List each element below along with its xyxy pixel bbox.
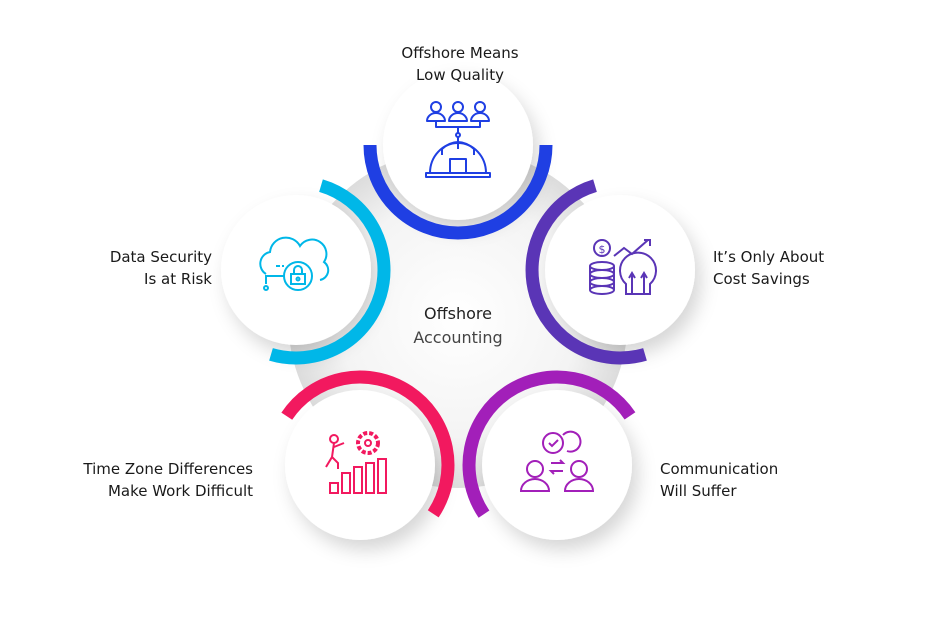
label-line: Offshore Means <box>401 44 519 62</box>
arc-low-quality <box>363 144 553 240</box>
arc-data-security <box>269 179 391 365</box>
label-low-quality: Offshore Means Low Quality <box>385 42 535 86</box>
label-data-security: Data Security Is at Risk <box>60 246 212 290</box>
progress-climb-icon <box>325 431 387 494</box>
label-line: Cost Savings <box>713 270 810 288</box>
cloud-lock-icon <box>259 236 330 291</box>
label-line: Make Work Difficult <box>107 482 253 500</box>
arc-time-zone <box>281 370 455 518</box>
label-line: Low Quality <box>416 66 504 84</box>
label-line: Communication <box>660 460 779 478</box>
label-line: Data Security <box>109 248 212 266</box>
arc-cost-savings <box>525 179 647 365</box>
coins-growth-icon: $ <box>589 239 657 295</box>
conversation-icon <box>519 430 595 492</box>
label-line: Will Suffer <box>660 482 737 500</box>
node-circle-time-zone <box>285 390 435 540</box>
center-title: Offshore Accounting <box>358 302 558 350</box>
node-circle-communication <box>482 390 632 540</box>
node-circle-data-security <box>221 195 371 345</box>
label-communication: Communication Will Suffer <box>660 458 778 502</box>
center-title-line1: Offshore <box>424 304 492 323</box>
label-time-zone: Time Zone Differences Make Work Difficul… <box>40 458 253 502</box>
label-line: Time Zone Differences <box>83 460 253 478</box>
svg-text:$: $ <box>599 243 606 256</box>
label-line: Is at Risk <box>144 270 212 288</box>
arc-communication <box>462 370 636 518</box>
label-line: It’s Only About <box>713 248 825 266</box>
people-marketplace-icon <box>425 101 491 178</box>
label-cost-savings: It’s Only About Cost Savings <box>713 246 824 290</box>
center-title-line2: Accounting <box>413 328 503 347</box>
